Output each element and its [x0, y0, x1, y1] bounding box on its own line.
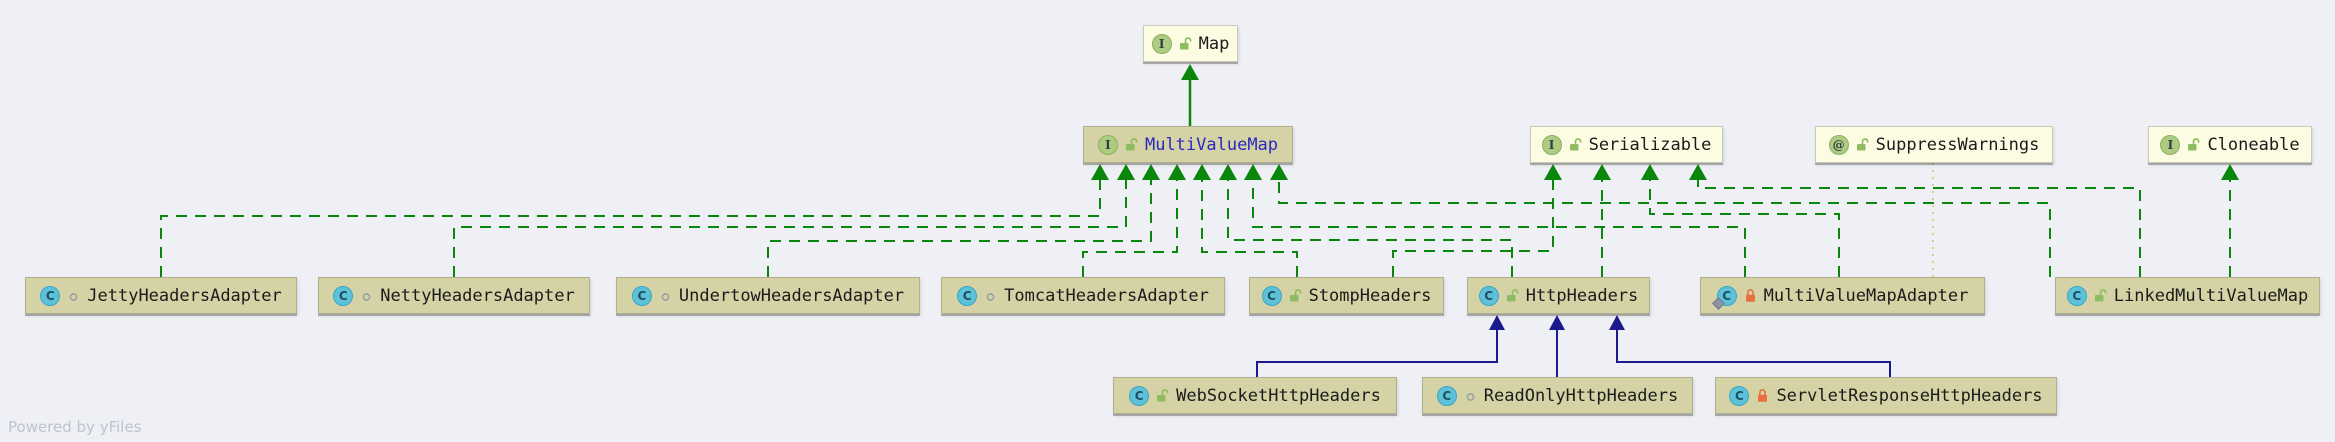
arrowhead-multiValueMap-to-map	[1181, 64, 1199, 80]
edge-stomp-to-serializable	[1392, 180, 1554, 277]
edge-http-to-multiValueMap	[1227, 180, 1513, 277]
node-label: JettyHeadersAdapter	[87, 285, 282, 306]
package-private-icon	[659, 288, 672, 303]
node-label: MultiValueMap	[1144, 134, 1279, 155]
class-icon: C	[1436, 385, 1457, 406]
arrowhead-jetty-to-multiValueMap	[1091, 164, 1109, 180]
interface-icon: I	[2160, 134, 2181, 155]
arrowhead-http-to-serializable	[1593, 164, 1611, 180]
edge-servletResponse-to-http	[1616, 330, 1891, 377]
node-label: SuppressWarnings	[1875, 134, 2040, 155]
class-icon: C	[1478, 285, 1499, 306]
class-icon: C	[631, 285, 652, 306]
package-private-icon	[360, 288, 373, 303]
interface-icon: I	[1151, 33, 1172, 54]
node-label: NettyHeadersAdapter	[380, 285, 575, 306]
node-servletResponse[interactable]: C ServletResponseHttpHeaders	[1715, 377, 2057, 414]
arrowhead-stomp-to-multiValueMap	[1193, 164, 1211, 180]
edge-linkedMVM-to-multiValueMap	[1278, 180, 2051, 277]
package-private-icon	[1464, 388, 1477, 403]
arrowhead-linkedMVM-to-serializable	[1689, 164, 1707, 180]
annotation-icon: @	[1828, 134, 1849, 155]
arrowhead-stomp-to-serializable	[1544, 164, 1562, 180]
class-icon: C	[40, 285, 61, 306]
node-jetty[interactable]: C JettyHeadersAdapter	[25, 277, 297, 314]
locked-icon	[1744, 288, 1757, 303]
node-map[interactable]: I Map	[1143, 25, 1238, 62]
class-icon: C	[957, 285, 978, 306]
arrowhead-linkedMVM-to-cloneable	[2221, 164, 2239, 180]
node-label: ServletResponseHttpHeaders	[1776, 385, 2043, 406]
class-icon: C	[1129, 385, 1150, 406]
node-mvmAdapter[interactable]: C MultiValueMapAdapter	[1700, 277, 1985, 314]
unlocked-icon	[2187, 137, 2200, 152]
edge-mvmAdapter-to-multiValueMap	[1252, 180, 1746, 277]
package-private-icon	[67, 288, 80, 303]
edge-jetty-to-multiValueMap	[160, 180, 1101, 277]
node-undertow[interactable]: C UndertowHeadersAdapter	[616, 277, 920, 314]
node-stomp[interactable]: C StompHeaders	[1249, 277, 1444, 314]
arrowhead-tomcat-to-multiValueMap	[1168, 164, 1186, 180]
node-label: Serializable	[1588, 134, 1712, 155]
node-webSocket[interactable]: C WebSocketHttpHeaders	[1113, 377, 1397, 414]
node-suppressWarnings[interactable]: @ SuppressWarnings	[1815, 126, 2053, 163]
node-label: Cloneable	[2207, 134, 2300, 155]
node-label: ReadOnlyHttpHeaders	[1483, 385, 1679, 406]
node-http[interactable]: C HttpHeaders	[1467, 277, 1650, 314]
edge-stomp-to-multiValueMap	[1201, 180, 1298, 277]
edge-webSocket-to-http	[1256, 330, 1498, 377]
unlocked-icon	[1179, 36, 1192, 51]
arrowhead-netty-to-multiValueMap	[1117, 164, 1135, 180]
arrowhead-readOnly-to-http	[1549, 315, 1565, 330]
class-icon: C	[1261, 285, 1282, 306]
class-icon: C	[1729, 385, 1750, 406]
unlocked-icon	[1569, 137, 1582, 152]
unlocked-icon	[1289, 288, 1302, 303]
edge-mvmAdapter-to-serializable	[1649, 180, 1840, 277]
unlocked-icon	[1125, 137, 1138, 152]
node-label: Map	[1198, 33, 1230, 54]
edge-linkedMVM-to-serializable	[1697, 180, 2141, 277]
node-label: MultiValueMapAdapter	[1763, 285, 1969, 306]
node-label: LinkedMultiValueMap	[2113, 285, 2309, 306]
node-label: WebSocketHttpHeaders	[1176, 385, 1381, 406]
yfiles-watermark: Powered by yFiles	[8, 418, 142, 436]
arrowhead-undertow-to-multiValueMap	[1142, 164, 1160, 180]
arrowhead-linkedMVM-to-multiValueMap	[1270, 164, 1288, 180]
class-icon: C	[1711, 285, 1737, 310]
interface-icon: I	[1541, 134, 1562, 155]
node-multiValueMap[interactable]: I MultiValueMap	[1083, 126, 1293, 163]
interface-icon: I	[1097, 134, 1118, 155]
arrowhead-http-to-multiValueMap	[1219, 164, 1237, 180]
node-label: HttpHeaders	[1525, 285, 1639, 306]
class-icon: C	[2066, 285, 2087, 306]
unlocked-icon	[1156, 388, 1169, 403]
node-label: StompHeaders	[1308, 285, 1432, 306]
locked-icon	[1756, 388, 1769, 403]
node-cloneable[interactable]: I Cloneable	[2148, 126, 2312, 163]
edge-undertow-to-multiValueMap	[767, 180, 1152, 277]
arrowhead-servletResponse-to-http	[1609, 315, 1625, 330]
arrowhead-mvmAdapter-to-multiValueMap	[1244, 164, 1262, 180]
class-icon: C	[333, 285, 354, 306]
node-label: UndertowHeadersAdapter	[678, 285, 905, 306]
edge-tomcat-to-multiValueMap	[1082, 180, 1178, 277]
unlocked-icon	[1506, 288, 1519, 303]
edge-netty-to-multiValueMap	[453, 180, 1127, 277]
node-label: TomcatHeadersAdapter	[1004, 285, 1209, 306]
node-linkedMVM[interactable]: C LinkedMultiValueMap	[2055, 277, 2320, 314]
static-diamond-icon	[1711, 296, 1725, 310]
arrowhead-mvmAdapter-to-serializable	[1641, 164, 1659, 180]
node-serializable[interactable]: I Serializable	[1530, 126, 1723, 163]
unlocked-icon	[2094, 288, 2107, 303]
node-netty[interactable]: C NettyHeadersAdapter	[318, 277, 590, 314]
package-private-icon	[984, 288, 997, 303]
unlocked-icon	[1856, 137, 1869, 152]
arrowhead-webSocket-to-http	[1489, 315, 1505, 330]
node-tomcat[interactable]: C TomcatHeadersAdapter	[941, 277, 1225, 314]
node-readOnly[interactable]: C ReadOnlyHttpHeaders	[1422, 377, 1693, 414]
